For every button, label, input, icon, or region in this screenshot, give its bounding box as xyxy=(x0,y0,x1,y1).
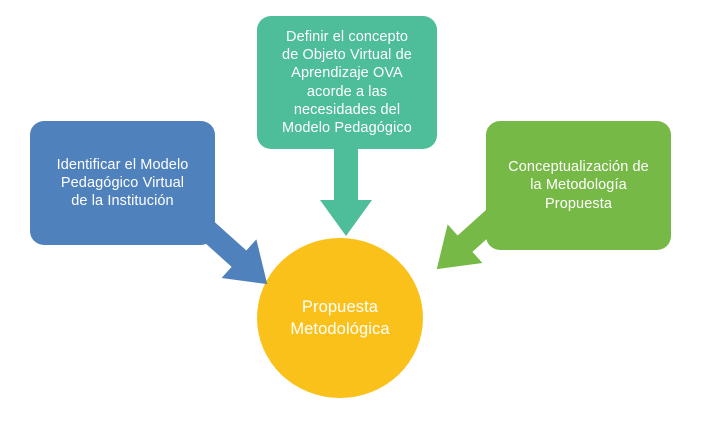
node-conceptualizacion-metodologia[interactable]: Conceptualización de la Metodología Prop… xyxy=(486,121,671,250)
node-identificar-modelo-pedagogico[interactable]: Identificar el Modelo Pedagógico Virtual… xyxy=(30,121,215,245)
node-definir-concepto-ova[interactable]: Definir el concepto de Objeto Virtual de… xyxy=(257,16,437,149)
node-propuesta-metodologica[interactable]: Propuesta Metodológica xyxy=(257,238,423,398)
arrow-definir-to-propuesta-icon xyxy=(320,142,372,236)
